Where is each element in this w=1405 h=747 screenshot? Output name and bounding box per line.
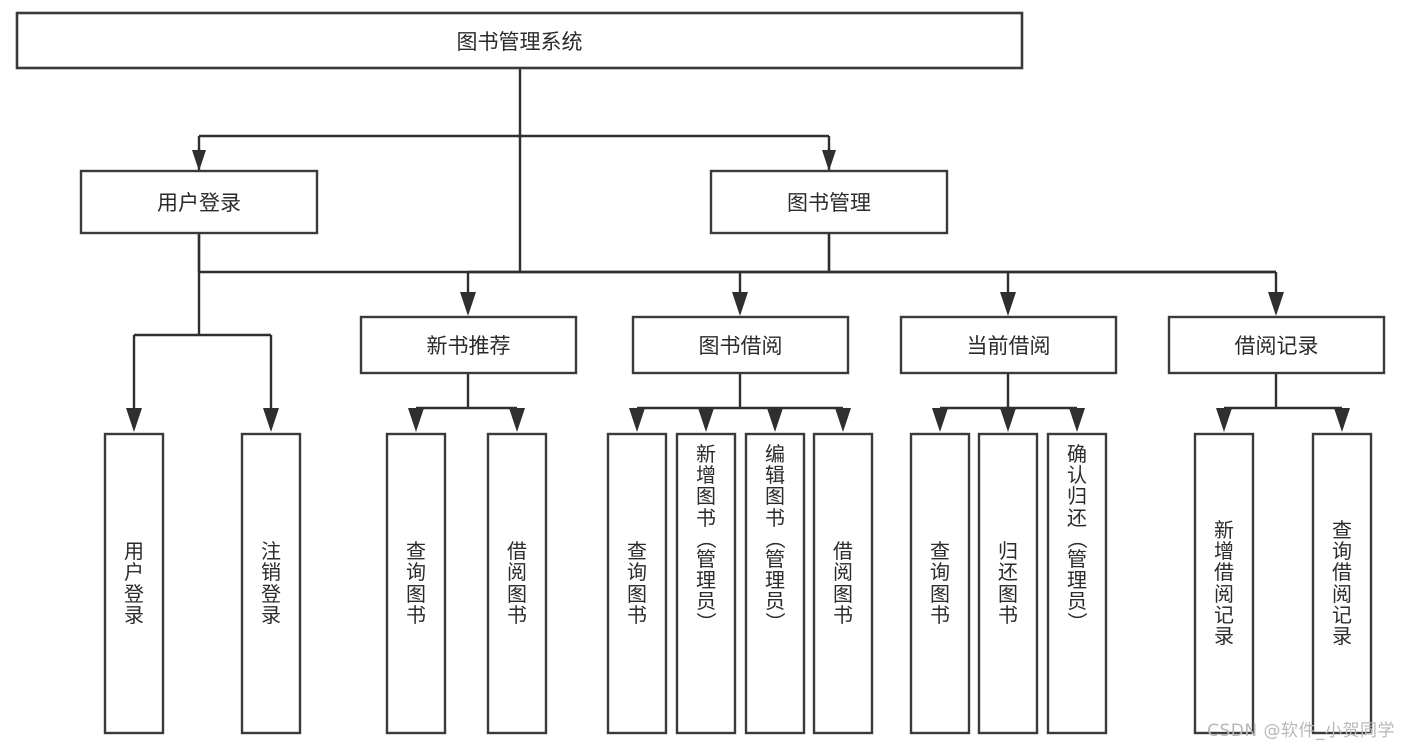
connector-group-borrow-record-children [1216, 373, 1350, 432]
node-box-leaf-query-book-1[interactable] [385, 432, 447, 735]
node-box-leaf-query-record[interactable] [1311, 432, 1373, 735]
node-box-leaf-add-book[interactable] [675, 432, 737, 735]
arrow-to-leaf-borrow-book-2 [835, 408, 851, 432]
connector-group-book-manage-children [460, 233, 1284, 316]
connector-group-current-borrow-children [932, 373, 1085, 432]
connector-group-level2 [192, 134, 836, 171]
node-box-leaf-user-login[interactable] [103, 432, 165, 735]
node-box-root[interactable] [15, 11, 1024, 70]
arrow-to-current-borrow [1000, 292, 1016, 316]
arrow-to-leaf-query-book-1 [408, 408, 424, 432]
arrow-to-borrow-record [1268, 292, 1284, 316]
node-box-leaf-user-logout[interactable] [240, 432, 302, 735]
arrow-to-leaf-query-book-3 [932, 408, 948, 432]
arrow-to-user-login [192, 150, 206, 171]
node-box-leaf-confirm-return[interactable] [1046, 432, 1108, 735]
arrow-to-leaf-edit-book [767, 408, 783, 432]
arrow-to-leaf-user-logout [263, 408, 279, 432]
node-box-leaf-borrow-book-1[interactable] [486, 432, 548, 735]
node-box-leaf-add-record[interactable] [1193, 432, 1255, 735]
node-box-book-manage[interactable] [709, 169, 949, 235]
connector-group-book-borrow-children [629, 373, 851, 432]
arrow-to-leaf-add-record [1216, 408, 1232, 432]
connector-group-user-login-children [126, 233, 279, 432]
node-box-leaf-borrow-book-2[interactable] [812, 432, 874, 735]
node-box-user-login[interactable] [79, 169, 319, 235]
arrow-to-leaf-user-login [126, 408, 142, 432]
node-box-leaf-query-book-3[interactable] [909, 432, 971, 735]
arrow-to-leaf-borrow-book-1 [509, 408, 525, 432]
arrow-to-leaf-query-record [1334, 408, 1350, 432]
node-box-borrow-record[interactable] [1167, 315, 1386, 375]
node-box-leaf-return-book[interactable] [977, 432, 1039, 735]
arrow-to-leaf-confirm-return [1069, 408, 1085, 432]
arrow-to-leaf-return-book [1000, 408, 1016, 432]
node-box-leaf-query-book-2[interactable] [606, 432, 668, 735]
arrow-to-leaf-add-book [698, 408, 714, 432]
node-box-current-borrow[interactable] [899, 315, 1118, 375]
arrow-to-new-book-recommend [460, 292, 476, 316]
arrow-to-leaf-query-book-2 [629, 408, 645, 432]
connector-group-new-book-children [408, 373, 525, 432]
arrow-to-book-manage [822, 150, 836, 171]
arrow-to-book-borrow [732, 292, 748, 316]
node-box-leaf-edit-book[interactable] [744, 432, 806, 735]
node-box-new-book-recommend[interactable] [359, 315, 578, 375]
node-box-book-borrow[interactable] [631, 315, 850, 375]
